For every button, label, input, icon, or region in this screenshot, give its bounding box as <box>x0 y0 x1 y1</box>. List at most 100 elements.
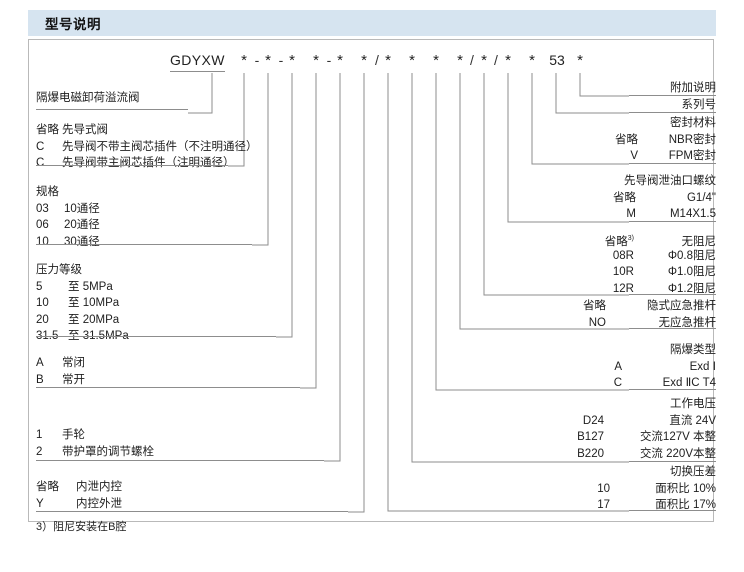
seal-material-key-1: 省略 <box>615 133 638 146</box>
damping-key-2: 10R <box>612 266 634 278</box>
explosion-proof-type-key-1: A <box>614 360 622 373</box>
pressure-rating-val-1: 至 5MPa <box>68 280 113 293</box>
rule-damping <box>629 294 716 295</box>
adjustment-type-val-0: 手轮 <box>62 429 85 441</box>
rule-normal-state <box>36 387 300 388</box>
section-header-band: 型号说明 <box>28 10 716 36</box>
specification-key-3: 10 <box>36 235 49 248</box>
annotation-product-name: 隔爆电磁卸荷溢流阀 <box>36 90 140 107</box>
model-code-token-3: - <box>278 52 284 68</box>
working-voltage-key-3: B220 <box>577 447 604 460</box>
model-code-token-0: * <box>241 52 247 69</box>
annotation-adjustment-type: 1 手轮 2 带护罩的调节螺栓 <box>36 427 154 460</box>
working-voltage-val-2: 交流127V 本整 <box>639 431 716 443</box>
adjustment-type-key-0: 1 <box>36 429 43 441</box>
emergency-push-rod-key-1: NO <box>588 316 606 329</box>
rule-adjustment-type <box>36 460 324 461</box>
drain-control-val-1: 内控外泄 <box>76 497 122 510</box>
drain-control-key-1: Y <box>36 497 44 510</box>
working-voltage-val-1: 直流 24V <box>669 414 716 427</box>
rule-seal-material <box>629 163 716 164</box>
pressure-rating-key-1: 5 <box>36 280 43 293</box>
annotation-additional-note: 附加说明 <box>596 80 716 97</box>
pressure-rating-key-3: 20 <box>36 313 49 326</box>
model-code-token-4: * <box>289 52 295 69</box>
normal-state-key-0: A <box>36 357 44 369</box>
model-code-prefix: GDYXW <box>170 52 225 72</box>
working-voltage-val-3: 交流 220V本整 <box>639 447 716 460</box>
adjustment-type-val-1: 带护罩的调节螺栓 <box>62 445 154 458</box>
model-code-token-10: * <box>385 52 391 69</box>
pilot-type-val-2: 先导阀带主阀芯插件（注明通径） <box>62 157 235 169</box>
rule-product-name <box>36 109 188 110</box>
model-code-token-16: / <box>494 52 498 68</box>
rule-pressure-rating <box>36 336 276 337</box>
emergency-push-rod-val-1: 无应急推杆 <box>658 316 717 329</box>
seal-material-key-2: V <box>630 150 638 162</box>
switching-pressure-key-2: 17 <box>597 499 610 511</box>
rule-explosion-proof-type <box>629 389 716 390</box>
pressure-rating-val-3: 至 20MPa <box>68 313 120 326</box>
rule-emergency-push-rod <box>629 328 716 329</box>
damping-key-1: 08R <box>612 249 634 262</box>
model-code-row: GDYXW * - * - * * - * * / * * * * / * / … <box>0 52 744 74</box>
rule-switching-pressure <box>629 510 716 511</box>
annotation-series-number: 系列号 <box>596 97 717 114</box>
damping-key-3: 12R <box>612 282 634 295</box>
explosion-proof-type-val-1: Exd Ⅰ <box>689 360 716 373</box>
model-code-token-12: * <box>433 52 439 69</box>
annotation-working-voltage: 工作电压 D24 直流 24V B127 交流127V 本整 B220 交流 220V… <box>496 396 716 462</box>
model-code-token-20: * <box>577 52 583 69</box>
pilot-type-val-0: 先导式阀 <box>62 124 108 136</box>
model-code-token-2: * <box>265 52 271 69</box>
rule-drain-control <box>36 511 348 512</box>
model-code-token-11: * <box>409 52 415 69</box>
model-code-token-7: * <box>337 52 343 69</box>
model-code-token-1: - <box>254 52 260 68</box>
specification-val-3: 30通径 <box>64 235 100 248</box>
damping-key-0: 省略3) <box>604 235 634 248</box>
pilot-drain-thread-key-2: M <box>626 208 636 220</box>
adjustment-type-key-1: 2 <box>36 445 43 458</box>
damping-val-2: Φ1.0阻尼 <box>667 266 716 278</box>
pilot-type-key-2: C <box>36 157 45 169</box>
working-voltage-key-2: B127 <box>577 431 604 443</box>
rule-pilot-type <box>36 165 228 166</box>
normal-state-key-1: B <box>36 373 44 386</box>
working-voltage-key-1: D24 <box>582 414 604 427</box>
model-code-token-18: * <box>529 52 535 69</box>
switching-pressure-val-2: 面积比 17% <box>655 499 716 511</box>
pilot-type-key-1: C <box>36 140 45 153</box>
product-name-value: 隔爆电磁卸荷溢流阀 <box>36 92 140 104</box>
seal-material-val-2: FPM密封 <box>668 150 716 162</box>
rule-working-voltage <box>629 461 716 462</box>
normal-state-val-1: 常开 <box>62 373 85 386</box>
specification-key-2: 06 <box>36 219 49 231</box>
specification-header: 规格 <box>36 186 59 198</box>
normal-state-val-0: 常闭 <box>62 357 85 369</box>
emergency-push-rod-key-0: 省略 <box>583 300 606 312</box>
damping-val-0: 无阻尼 <box>681 235 717 248</box>
pilot-drain-thread-header: 先导阀泄油口螺纹 <box>624 175 716 187</box>
specification-key-1: 03 <box>36 202 49 215</box>
pilot-drain-thread-val-1: G1/4" <box>686 191 716 204</box>
working-voltage-header: 工作电压 <box>670 398 716 410</box>
specification-val-2: 20通径 <box>64 219 100 231</box>
page-title: 型号说明 <box>45 17 101 32</box>
model-code-token-15: * <box>481 52 487 69</box>
model-code-token-9: / <box>375 52 379 68</box>
model-code-token-8: * <box>361 52 367 69</box>
pressure-rating-val-2: 至 10MPa <box>68 297 120 309</box>
pilot-drain-thread-key-1: 省略 <box>613 191 636 204</box>
explosion-proof-type-header: 隔爆类型 <box>670 344 716 356</box>
seal-material-header: 密封材料 <box>670 117 716 129</box>
rule-specification <box>36 244 252 245</box>
footnote-text: 3）阻尼安装在B腔 <box>36 521 127 533</box>
